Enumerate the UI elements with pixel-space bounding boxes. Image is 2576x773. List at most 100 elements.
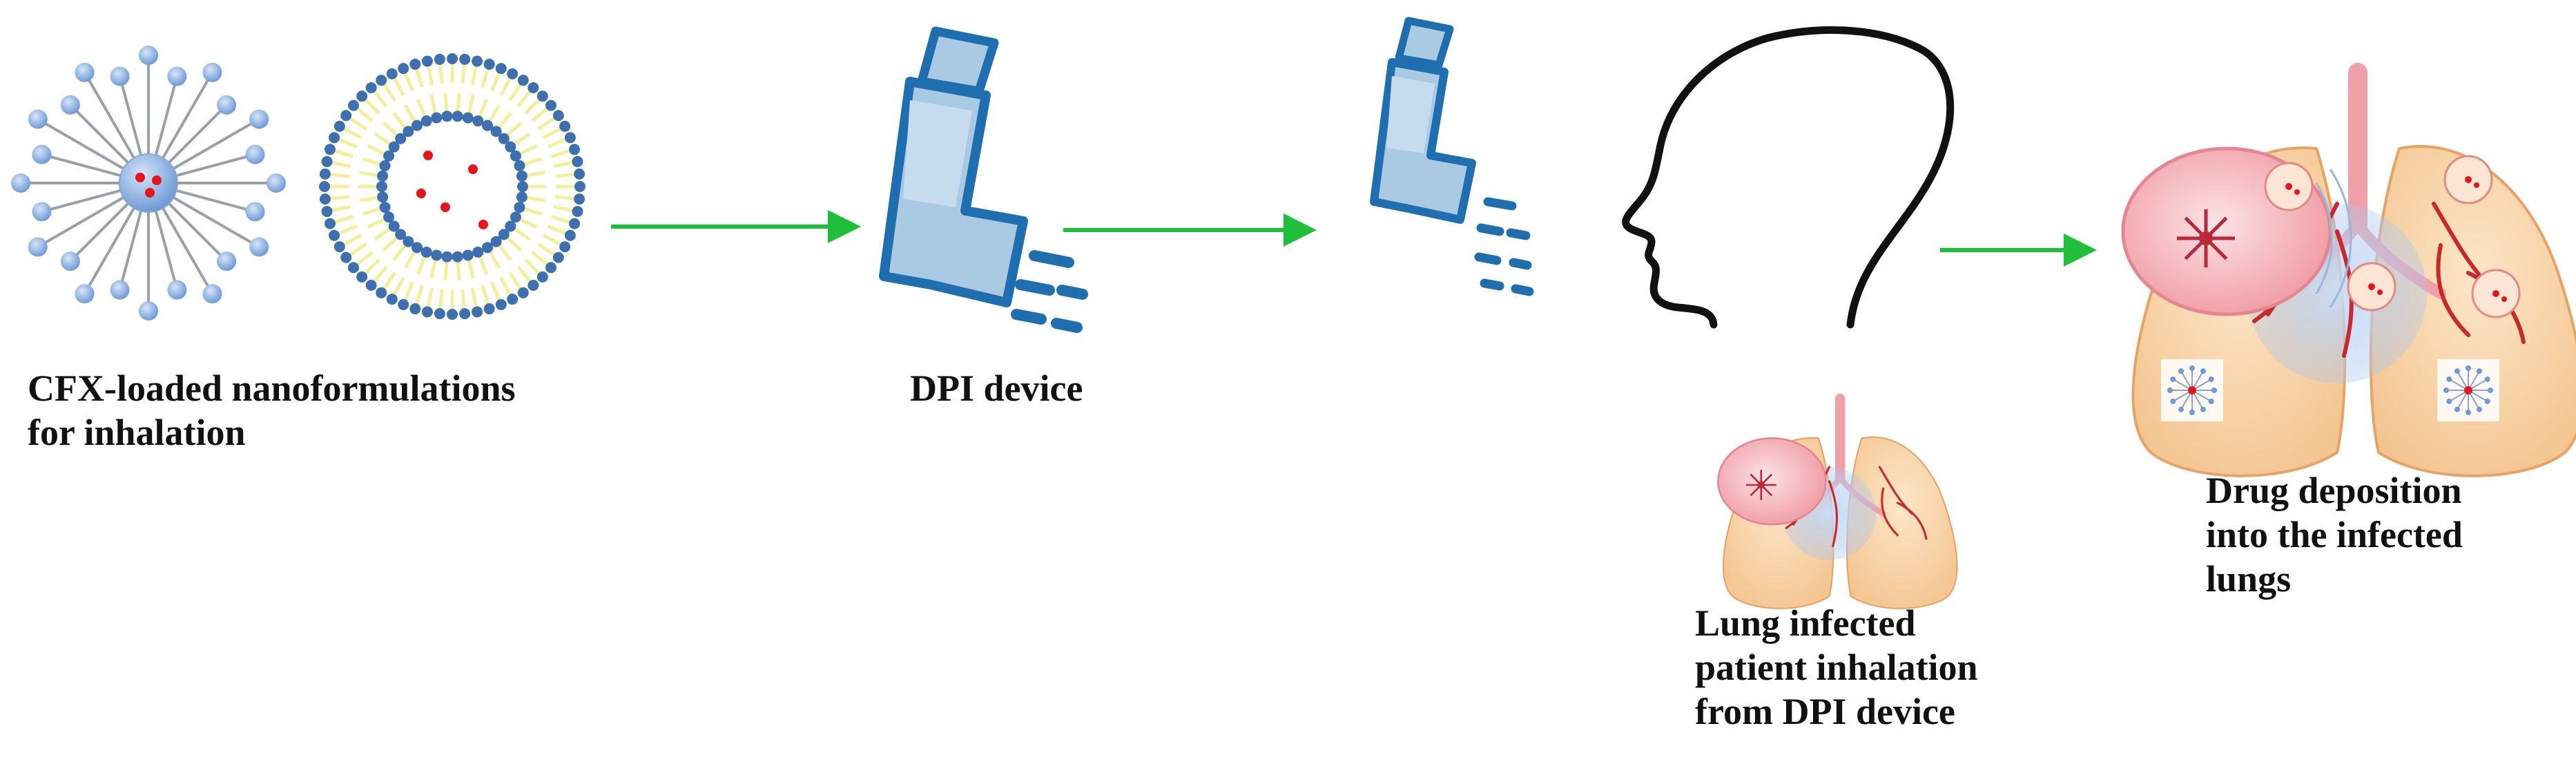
micelle-head [245, 202, 265, 222]
micelle-head [267, 173, 286, 193]
lipid-head [516, 191, 527, 203]
lipid-head [347, 262, 359, 274]
blood-vessel [1896, 502, 1928, 540]
label-line: CFX-loaded nanoformulations [28, 368, 516, 409]
micelle-head [60, 251, 80, 271]
drug-dot [468, 164, 478, 174]
micelle-head [28, 237, 48, 257]
lipid-head [329, 229, 340, 241]
lipid-head [482, 120, 493, 131]
drug-dot [2368, 283, 2375, 290]
lipid-head [536, 90, 548, 102]
lipid-head [365, 280, 377, 292]
lipid-head [403, 126, 414, 137]
inhaler-spray-icon [1011, 250, 1088, 333]
lipid-head [376, 287, 387, 298]
bacterium-core [2199, 231, 2213, 245]
lipid-head [516, 170, 527, 182]
micelle-head [2484, 376, 2490, 382]
airflow-swirl [2315, 182, 2333, 294]
drug-dot [2285, 183, 2292, 190]
lipid-head [365, 82, 377, 93]
lipid-head [472, 55, 483, 67]
label-line: Lung infected [1695, 602, 1916, 644]
drug-dot [152, 175, 162, 185]
lipid-head [552, 251, 564, 263]
label-line: from DPI device [1695, 691, 1955, 732]
micelle-head [2200, 406, 2206, 412]
micelle-head [217, 95, 237, 115]
lipid-head [495, 63, 507, 75]
micelle-head [2208, 376, 2214, 382]
lipid-head [482, 242, 493, 254]
micelle-head [110, 280, 130, 300]
lipid-head [483, 58, 495, 70]
lipid-head [462, 112, 474, 124]
lipid-head [333, 241, 345, 253]
micelle-head [2466, 410, 2471, 415]
micelle-head [139, 46, 158, 65]
lipid-head [319, 168, 331, 180]
lipid-head [356, 271, 368, 283]
lipid-head [356, 90, 368, 102]
lipid-head [398, 63, 409, 75]
micelle-head [2208, 399, 2214, 404]
lipid-head [324, 218, 336, 229]
lipid-head [527, 82, 539, 93]
lipid-head [403, 236, 414, 247]
lipid-head [559, 120, 571, 132]
drug-dot [423, 151, 433, 160]
patient-inhalation-label: Lung infected patient inhalation from DP… [1695, 601, 1978, 734]
lipid-head [377, 170, 389, 182]
lipid-head [462, 249, 474, 261]
lipid-head [510, 150, 521, 162]
lipid-head [421, 55, 433, 67]
micelle-head [249, 109, 269, 129]
lipid-head [472, 246, 484, 258]
lipid-head [569, 218, 581, 229]
drug-dot [440, 202, 450, 212]
lipid-head [379, 160, 391, 171]
lipid-head [517, 181, 528, 192]
lipid-head [510, 211, 521, 223]
micelle-head [60, 95, 80, 115]
lipid-head [411, 120, 423, 131]
lipid-head [431, 112, 443, 124]
drug-dot [478, 220, 488, 229]
lipid-head [572, 155, 583, 167]
micelle-head [2167, 388, 2173, 393]
micelle-head [2454, 368, 2460, 374]
lipid-head [409, 303, 421, 315]
lipid-head [319, 181, 330, 192]
drug-dot [416, 189, 426, 198]
nanoformulations-label: CFX-loaded nanoformulations for inhalati… [28, 366, 516, 455]
lipid-head [490, 126, 502, 137]
lipid-head [321, 206, 333, 218]
micelle-head [75, 62, 95, 82]
lipid-head [329, 132, 340, 144]
drug-dot [2188, 386, 2196, 394]
micelle-head [2170, 399, 2176, 404]
micelle-head [2170, 376, 2176, 382]
lipid-head [514, 160, 525, 171]
lipid-head [411, 242, 423, 254]
micelle-head [32, 202, 52, 222]
lipid-head [452, 111, 463, 122]
lipid-head [545, 99, 557, 111]
infected-alveolus [1717, 437, 1827, 526]
lipid-head [569, 144, 581, 155]
lipid-head [527, 280, 539, 292]
label-line: into the infected [2206, 514, 2463, 555]
lipid-head [498, 229, 510, 240]
lipid-head [507, 294, 519, 305]
micelle-head [202, 284, 222, 304]
drug-dot [2377, 289, 2383, 295]
liposome-icon [319, 53, 585, 320]
lipid-head [574, 181, 585, 192]
micelle-head [217, 251, 237, 271]
label-line: Drug deposition [2206, 470, 2462, 511]
lipid-head [472, 115, 484, 127]
drug-dot [135, 173, 145, 182]
lipid-head [517, 287, 529, 298]
lipid-head [545, 262, 557, 274]
